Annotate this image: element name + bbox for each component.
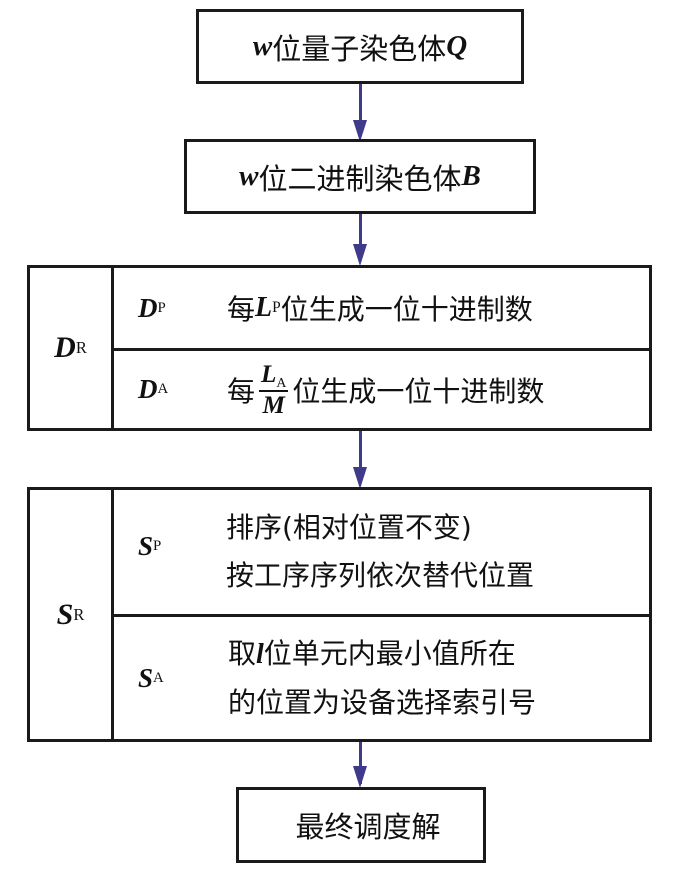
node-text: 位量子染色体 [272,31,447,66]
key-main: S [138,662,154,693]
desc-prefix: 每 [227,293,256,326]
key-sub: P [153,537,162,554]
node-final-schedule: 最终调度解 [236,787,486,863]
symbol-q: Q [446,30,468,62]
frac-den: M [262,391,285,419]
frac-num: L [261,360,277,388]
label-main: S [56,597,74,631]
node-text: 位二进制染色体 [258,161,462,196]
desc-var-sub: P [272,299,281,316]
desc-var: L [255,292,273,323]
label-main: D [54,331,76,364]
desc-line2: 的位置为设备选择索引号 [228,685,537,719]
symbol-b: B [461,160,481,192]
desc-prefix: 每 [227,374,256,408]
fraction: LA M [259,360,289,420]
row-desc: 每 LA M 位生成一位十进制数 [227,351,544,428]
node-text: 最终调度解 [295,810,441,844]
key-sub: A [153,669,164,686]
frac-num-sub: A [276,374,287,390]
desc-line1-suffix: 位单元内最小值所在 [263,636,516,670]
desc-line1-var: l [256,638,264,670]
desc-line2: 按工序序列依次替代位置 [226,559,535,592]
key-sub: A [157,381,169,397]
var-w: w [252,30,273,62]
label-sub: R [75,338,87,357]
label-sub: R [73,604,85,624]
desc-suffix: 位生成一位十进制数 [280,293,533,326]
row-desc: 排序(相对位置不变) 按工序序列依次替代位置 [226,490,534,614]
key-main: D [138,374,158,404]
desc-suffix: 位生成一位十进制数 [292,374,545,408]
key-main: D [138,292,158,323]
row-desc: 取l位单元内最小值所在 的位置为设备选择索引号 [228,617,536,739]
desc-line1-prefix: 取 [228,636,257,670]
key-main: S [138,530,154,561]
key-sub: P [157,299,166,316]
var-w: w [239,160,259,192]
desc-line1: 排序(相对位置不变) [226,511,472,544]
